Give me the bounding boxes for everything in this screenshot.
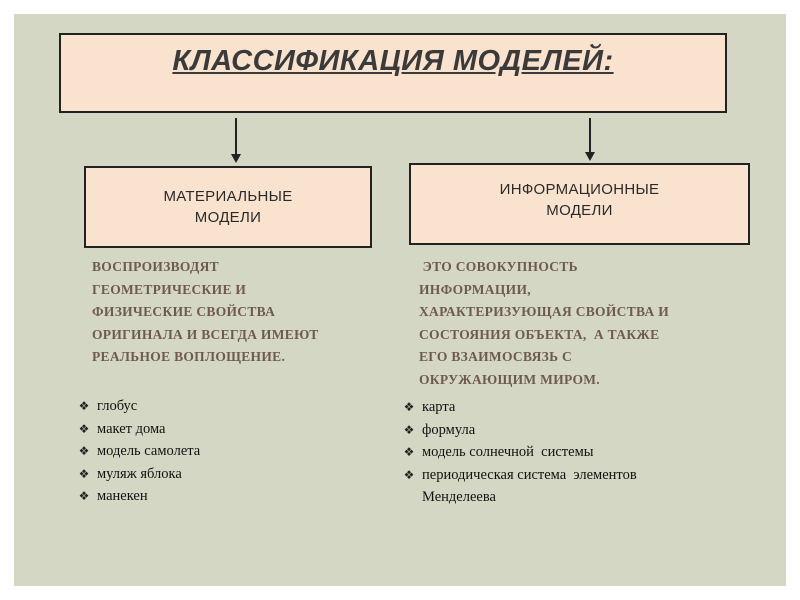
desc-line: СОСТОЯНИЯ ОБЪЕКТА, А ТАКЖЕ xyxy=(419,326,660,342)
diamond-bullet-icon: ❖ xyxy=(403,400,415,414)
list-item-text: муляж яблока xyxy=(97,465,182,482)
diamond-bullet-icon: ❖ xyxy=(78,421,90,436)
information-models-label-line1: ИНФОРМАЦИОННЫЕ xyxy=(499,181,660,198)
list-item-continuation: Менделеева xyxy=(402,486,637,509)
material-models-label-line1: МАТЕРИАЛЬНЫЕ xyxy=(163,188,293,205)
desc-line: ЭТО СОВОКУПНОСТЬ xyxy=(419,259,578,274)
desc-line: ВОСПРОИЗВОДЯТ xyxy=(92,259,219,274)
list-item-text: манекен xyxy=(97,488,148,504)
information-models-description: ЭТО СОВОКУПНОСТЬ ИНФОРМАЦИИ, ХАРАКТЕРИЗУ… xyxy=(419,256,669,391)
list-item-text: модель солнечной системы xyxy=(422,444,594,460)
diamond-bullet-icon: ❖ xyxy=(78,444,90,458)
list-item: ❖ модель самолета xyxy=(77,440,201,463)
diamond-bullet-icon: ❖ xyxy=(403,467,415,482)
desc-line: РЕАЛЬНОЕ ВОПЛОЩЕНИЕ. xyxy=(92,349,286,364)
list-item-text: Менделеева xyxy=(422,489,496,505)
arrow-down-icon xyxy=(585,152,595,161)
information-models-label-line2: МОДЕЛИ xyxy=(546,202,613,219)
list-item: ❖ муляж яблока xyxy=(77,463,200,486)
desc-line: ОРИГИНАЛА И ВСЕГДА ИМЕЮТ xyxy=(92,326,319,342)
list-item-text: глобус xyxy=(97,398,138,414)
arrow-right-shaft xyxy=(589,118,591,156)
desc-line: ХАРАКТЕРИЗУЮЩАЯ СВОЙСТВА И xyxy=(419,304,669,319)
diagram-title: КЛАССИФИКАЦИЯ МОДЕЛЕЙ: xyxy=(172,45,614,77)
material-models-label-line2: МОДЕЛИ xyxy=(194,209,262,226)
information-models-label: ИНФОРМАЦИОННЫЕ МОДЕЛИ xyxy=(411,179,748,221)
list-item: ❖ модель солнечной системы xyxy=(402,441,637,464)
list-item-text: макет дома xyxy=(97,420,166,437)
material-models-label: МАТЕРИАЛЬНЫЕ МОДЕЛИ xyxy=(86,186,370,228)
desc-line: ЕГО ВЗАИМОСВЯЗЬ С xyxy=(419,349,573,364)
list-item: ❖ карта xyxy=(402,396,637,419)
slide-background: КЛАССИФИКАЦИЯ МОДЕЛЕЙ: МАТЕРИАЛЬНЫЕ МОДЕ… xyxy=(14,14,786,586)
title-box: КЛАССИФИКАЦИЯ МОДЕЛЕЙ: xyxy=(59,33,727,113)
desc-line: ГЕОМЕТРИЧЕСКИЕ И xyxy=(92,281,247,297)
desc-line: ИНФОРМАЦИИ, xyxy=(419,281,531,297)
desc-line: ФИЗИЧЕСКИЕ СВОЙСТВА xyxy=(92,304,276,319)
list-item-text: периодическая система элементов xyxy=(422,466,637,483)
list-item: ❖ глобус xyxy=(77,395,200,418)
information-models-box: ИНФОРМАЦИОННЫЕ МОДЕЛИ xyxy=(409,163,750,245)
list-item: ❖ периодическая система элементов xyxy=(402,464,637,487)
list-item-text: модель самолета xyxy=(97,443,201,459)
diamond-bullet-icon: ❖ xyxy=(403,422,415,437)
arrow-down-icon xyxy=(231,154,241,163)
information-examples-list: ❖ карта ❖ формула ❖ модель солнечной систем… xyxy=(402,396,637,509)
material-models-box: МАТЕРИАЛЬНЫЕ МОДЕЛИ xyxy=(84,166,372,248)
material-models-description: ВОСПРОИЗВОДЯТ ГЕОМЕТРИЧЕСКИЕ И ФИЗИЧЕСКИ… xyxy=(92,256,319,369)
material-examples-list: ❖ глобус ❖ макет дома ❖ модель самолета ❖ му… xyxy=(77,395,201,508)
list-item-text: формула xyxy=(422,421,476,438)
diamond-bullet-icon: ❖ xyxy=(78,489,90,503)
list-item: ❖ формула xyxy=(402,419,637,442)
list-item-text: карта xyxy=(422,399,456,415)
diamond-bullet-icon: ❖ xyxy=(78,466,90,481)
desc-line: ОКРУЖАЮЩИМ МИРОМ. xyxy=(419,371,600,387)
diamond-bullet-icon: ❖ xyxy=(403,445,415,459)
arrow-left-shaft xyxy=(235,118,237,158)
diamond-bullet-icon: ❖ xyxy=(78,399,90,413)
list-item: ❖ манекен xyxy=(77,485,200,508)
list-item: ❖ макет дома xyxy=(77,418,200,441)
